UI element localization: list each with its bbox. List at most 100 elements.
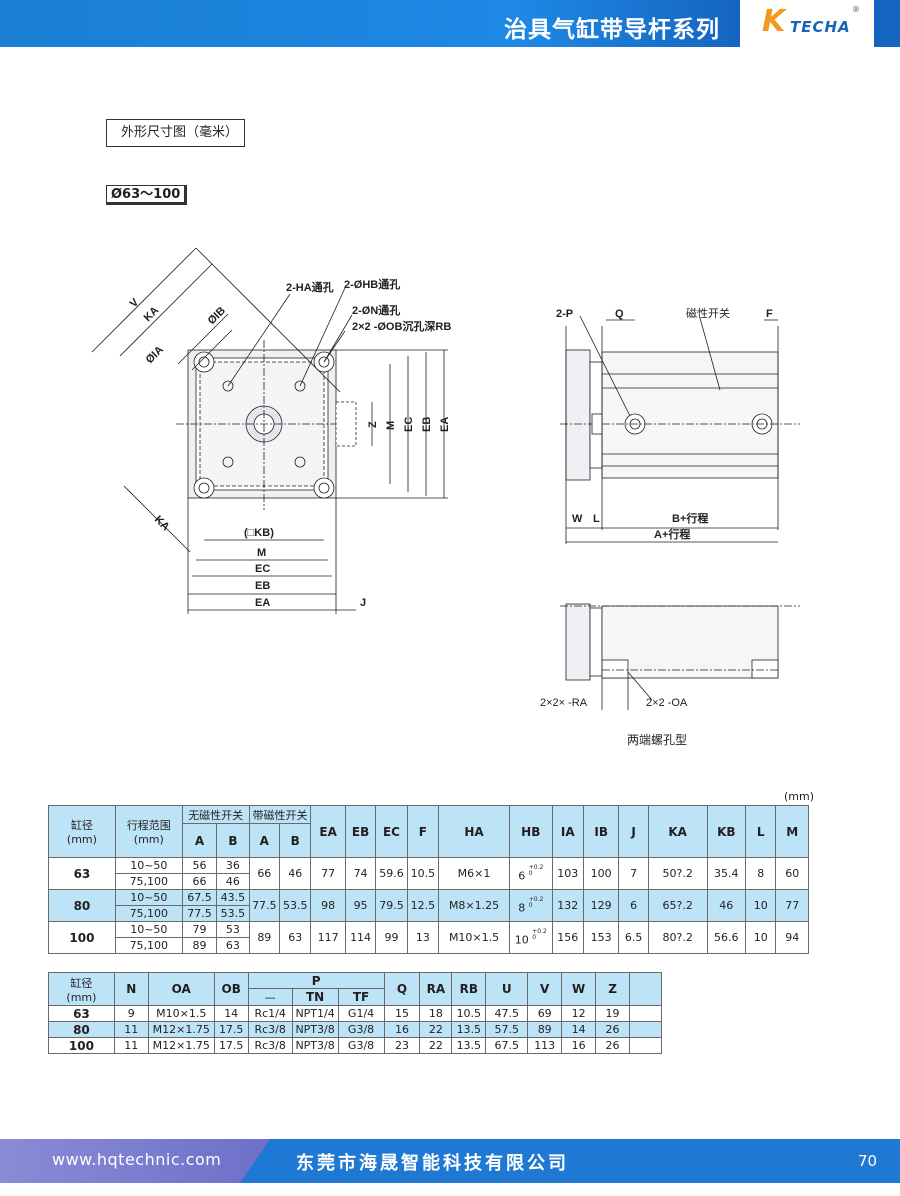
end-tapped-view — [560, 603, 800, 710]
label-ea-horizontal: EA — [255, 597, 270, 609]
side-view — [560, 315, 800, 544]
header-bore: 缸径(mm) — [48, 972, 115, 1006]
header-b2: B — [279, 823, 312, 858]
label-ia: ØIA — [144, 344, 166, 366]
header-ec: EC — [375, 805, 408, 858]
header-a: A — [181, 823, 218, 858]
diagonal-dimensions — [91, 247, 341, 553]
label-magnetic-switch: 磁性开关 — [686, 306, 730, 320]
label-ob: 2×2 -ØOB沉孔深RB — [352, 319, 451, 333]
label-n: 2-ØN通孔 — [352, 304, 400, 317]
header-ka: KA — [647, 805, 708, 858]
header-ob: OB — [213, 972, 249, 1006]
label-oa: 2×2 -OA — [646, 697, 688, 709]
header-empty — [629, 972, 662, 1006]
end-tapped-caption: 两端螺孔型 — [627, 733, 688, 747]
footer-company-name: 东莞市海晟智能科技有限公司 — [296, 1153, 569, 1174]
header-rb: RB — [451, 972, 487, 1006]
header-tn: TN — [291, 988, 339, 1006]
header-j: J — [618, 805, 649, 858]
header-p-dash: — — [247, 988, 293, 1006]
header-u: U — [485, 972, 529, 1006]
header-z: Z — [595, 972, 630, 1006]
bottom-margin — [0, 1183, 900, 1196]
leader-lines — [227, 287, 353, 387]
label-ec-vertical: EC — [403, 417, 415, 432]
header-bar: 治具气缸带导杆系列 — [0, 0, 740, 47]
label-a-stroke: A+行程 — [654, 527, 690, 541]
label-v: V — [128, 296, 142, 310]
header-w: W — [561, 972, 597, 1006]
bore-range-label: Ø63～100 — [106, 185, 188, 205]
label-l: L — [593, 513, 600, 525]
brand-logo: K TECHA ® — [740, 0, 874, 47]
header-v: V — [527, 972, 563, 1006]
header-ha: HA — [438, 805, 510, 858]
footer-website[interactable]: www.hqtechnic.com — [52, 1150, 222, 1169]
logo-text: TECHA — [790, 18, 851, 36]
header-kb: KB — [706, 805, 747, 858]
header-q: Q — [383, 972, 421, 1006]
outline-dimension-label: 外形尺寸图（毫米） — [106, 119, 245, 147]
logo-registered: ® — [852, 5, 860, 14]
label-p: 2-P — [556, 308, 573, 320]
header-m: M — [775, 805, 809, 858]
label-eb-horizontal: EB — [255, 580, 270, 592]
technical-drawing: 2-HA通孔 2-ØHB通孔 2-ØN通孔 2×2 -ØOB沉孔深RB V KA… — [91, 247, 800, 710]
footer-left-band — [0, 1139, 280, 1183]
page-number: 70 — [858, 1152, 878, 1170]
header-with-magnet: 带磁性开关 — [248, 805, 312, 824]
header-p: P — [247, 972, 385, 989]
label-f: F — [766, 308, 773, 320]
header-oa: OA — [147, 972, 215, 1006]
logo-k-mark: K — [762, 4, 786, 39]
header-ia: IA — [551, 805, 584, 858]
label-ea-vertical: EA — [439, 417, 451, 432]
header-f: F — [406, 805, 440, 858]
footer-right-band — [240, 1139, 900, 1183]
header-tf: TF — [337, 988, 385, 1006]
label-z: Z — [367, 421, 379, 428]
label-ra: 2×2× -RA — [540, 697, 588, 709]
header-hb: HB — [509, 805, 553, 858]
page-title: 治具气缸带导杆系列 — [504, 17, 720, 43]
header-ea: EA — [310, 805, 346, 858]
header-bore: 缸径(mm) — [48, 805, 116, 858]
header-l: L — [745, 805, 777, 858]
header-ib: IB — [582, 805, 620, 858]
label-w: W — [572, 513, 583, 525]
header-no-magnet: 无磁性开关 — [181, 805, 250, 824]
label-kb: (□KB) — [244, 527, 274, 539]
dimension-table-1: 缸径(mm) 行程范围(mm) 无磁性开关 带磁性开关 EA EB EC F H… — [48, 805, 809, 954]
header-stroke: 行程范围(mm) — [114, 805, 183, 858]
header-eb: EB — [344, 805, 377, 858]
dimension-table-2: 缸径(mm) N OA OB P Q RA RB U V W Z — TN TF… — [48, 972, 662, 1054]
header-corner — [874, 0, 900, 47]
page-header: 治具气缸带导杆系列 K TECHA ® — [0, 0, 900, 47]
header-n: N — [113, 972, 149, 1006]
header-a2: A — [248, 823, 281, 858]
label-m-horizontal: M — [257, 547, 266, 559]
label-ka: KA — [142, 304, 162, 324]
horizontal-dimensions — [187, 498, 356, 614]
label-eb-vertical: EB — [421, 417, 433, 432]
unit-label: (mm) — [784, 790, 815, 803]
header-ra: RA — [419, 972, 453, 1006]
label-b-stroke: B+行程 — [672, 511, 708, 525]
label-ib: ØIB — [206, 305, 228, 327]
label-j: J — [360, 597, 366, 609]
label-q: Q — [615, 308, 624, 320]
label-ha: 2-HA通孔 — [286, 281, 334, 294]
front-view — [176, 340, 357, 510]
vertical-dimensions — [336, 349, 448, 499]
label-m-vertical: M — [385, 421, 397, 430]
label-hb: 2-ØHB通孔 — [344, 278, 400, 291]
label-ec-horizontal: EC — [255, 563, 270, 575]
header-b: B — [216, 823, 250, 858]
